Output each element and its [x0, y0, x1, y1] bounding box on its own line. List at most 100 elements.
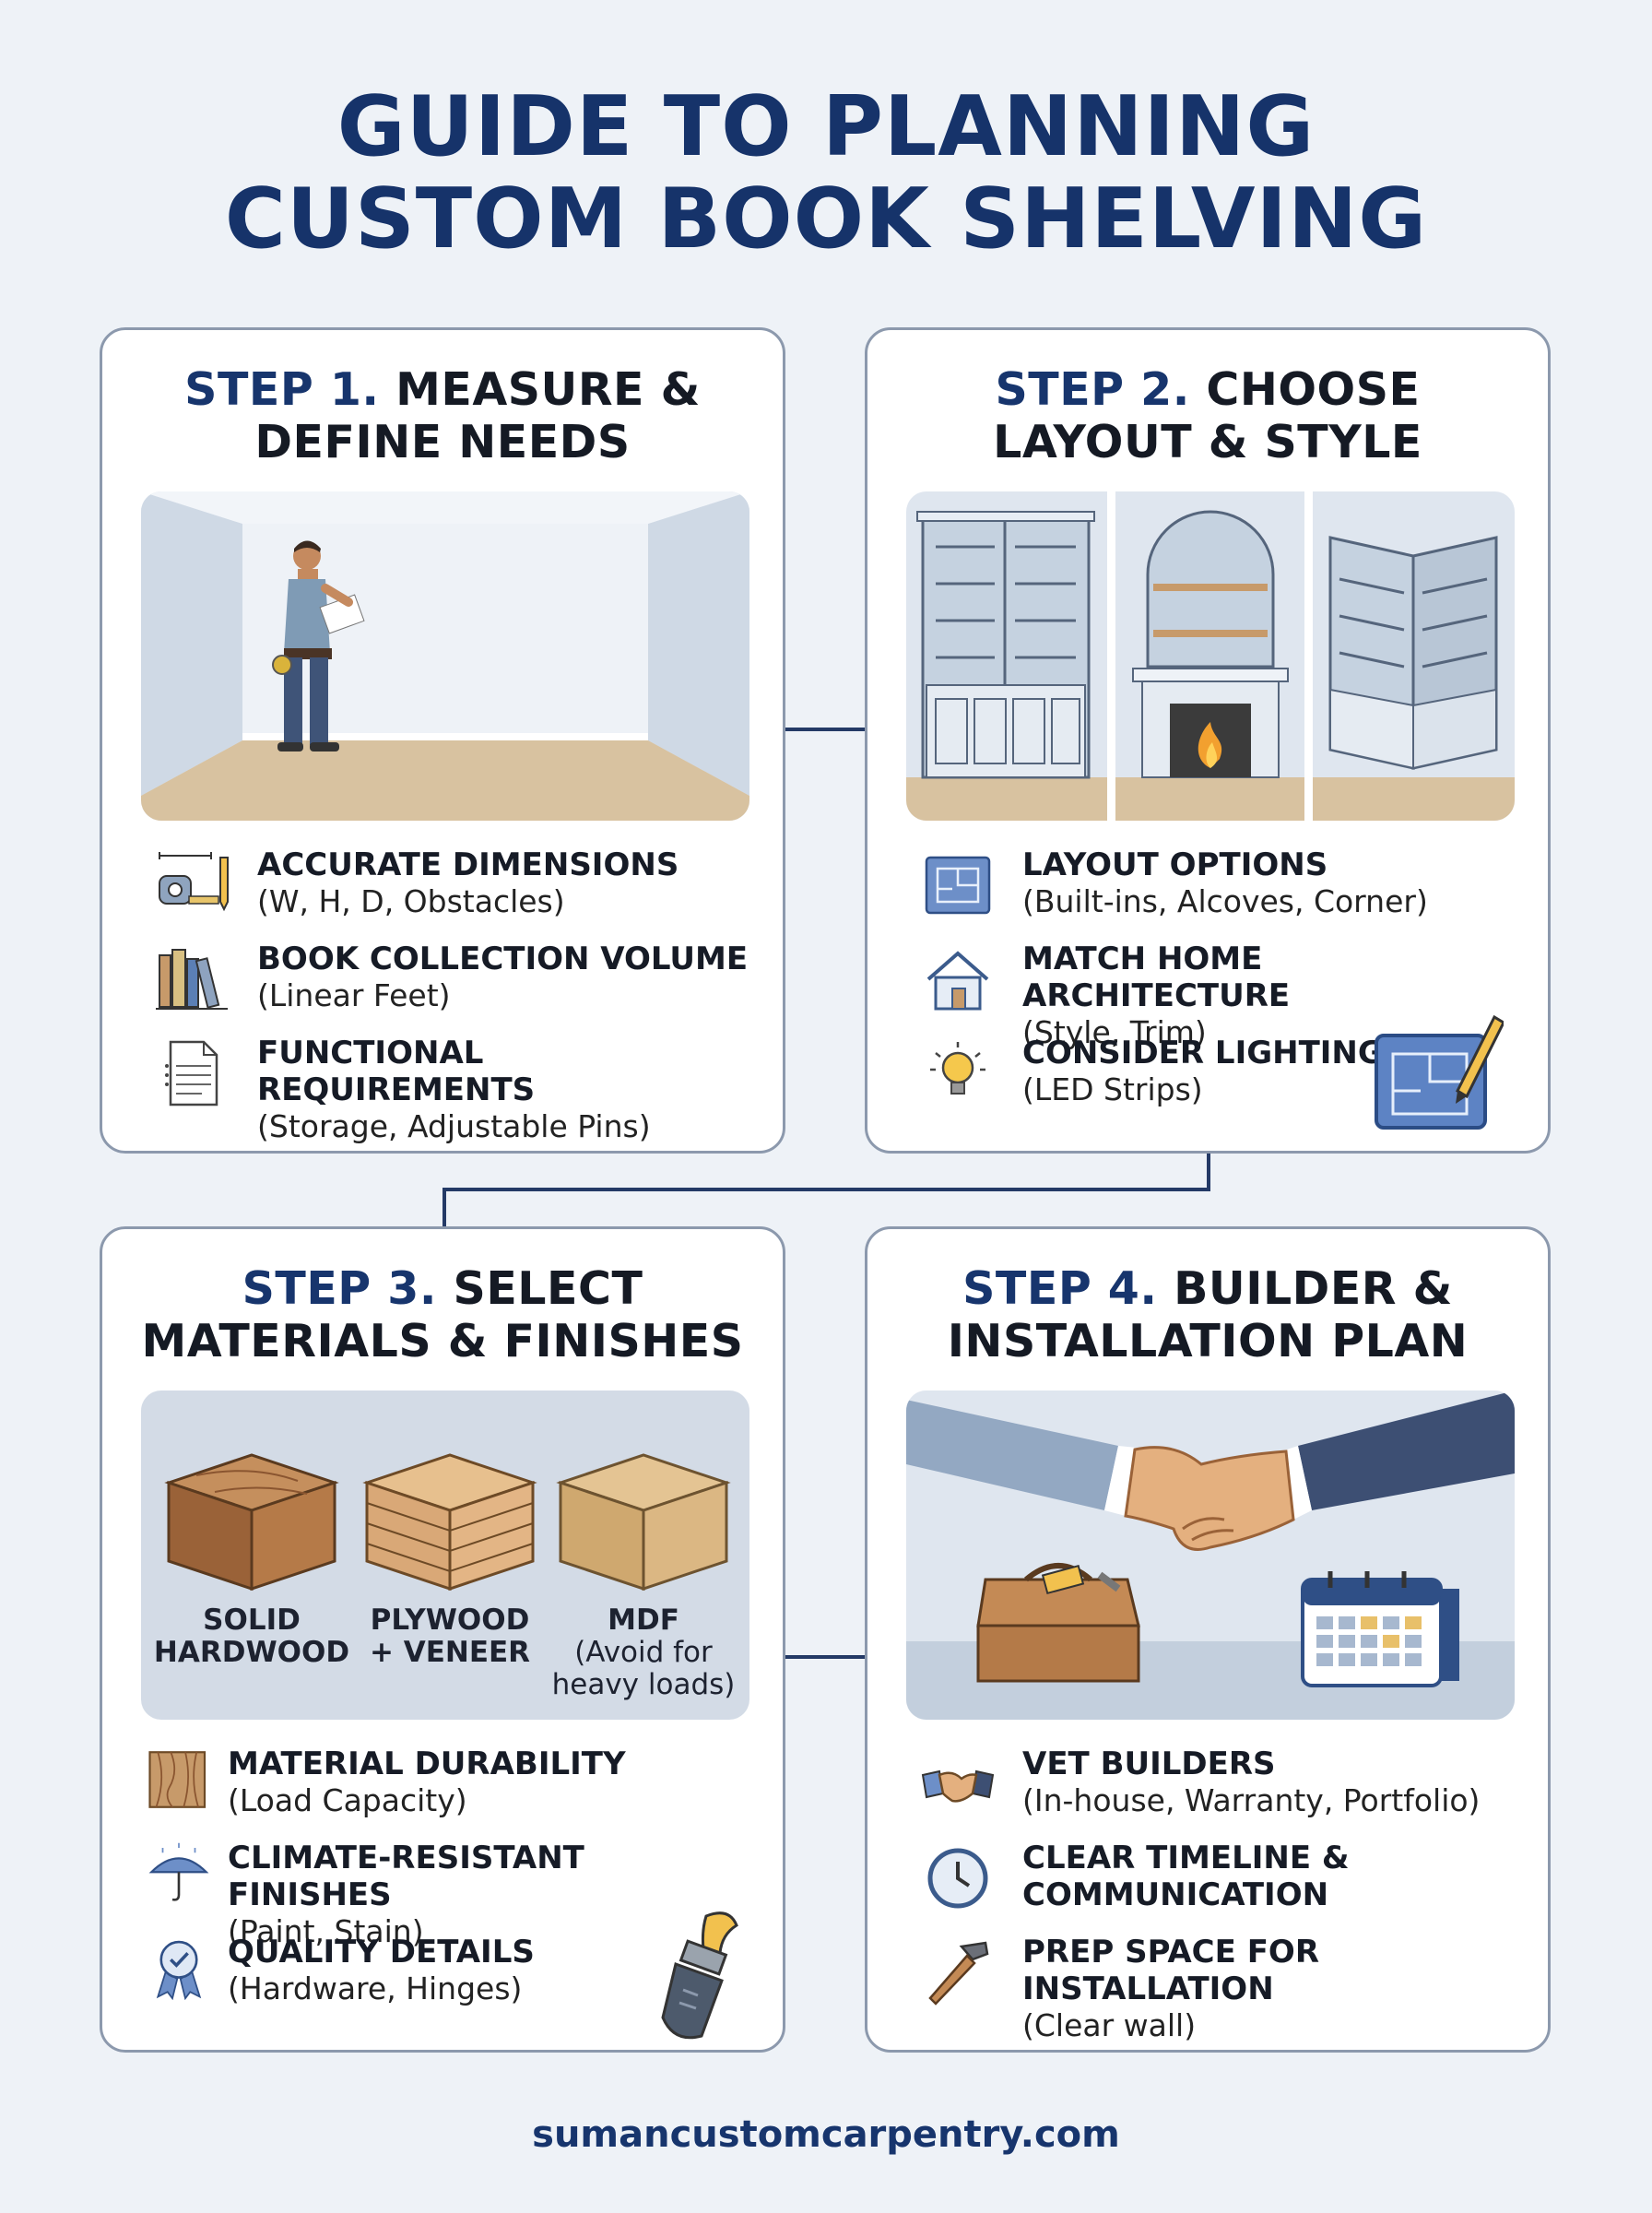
hammer-icon: [921, 1935, 995, 2009]
step-3-card: STEP 3. SELECT MATERIALS & FINISHES SOLI…: [100, 1226, 785, 2053]
item-title: LAYOUT OPTIONS: [1022, 846, 1328, 883]
step-4-number: STEP 4.: [962, 1262, 1158, 1315]
material-name: MDF: [608, 1604, 679, 1637]
item-subtitle: (In-house, Warranty, Portfolio): [1022, 1782, 1481, 1818]
item-title: CLIMATE-RESISTANT FINISHES: [228, 1840, 584, 1913]
calendar-day: [1339, 1653, 1355, 1666]
list-item: ACCURATE DIMENSIONS (W, H, D, Obstacles): [156, 846, 755, 941]
calendar-grid: [1316, 1616, 1427, 1666]
list-item: CONSIDER LIGHTING (LED Strips): [921, 1035, 1520, 1129]
step-4-items: VET BUILDERS (In-house, Warranty, Portfo…: [921, 1746, 1520, 2043]
website-link[interactable]: sumancustomcarpentry.com: [532, 2113, 1120, 2156]
page-title-line2: CUSTOM BOOK SHELVING: [224, 171, 1428, 267]
calendar-day: [1361, 1635, 1377, 1648]
blueprint-icon: [921, 848, 995, 922]
item-title: CONSIDER LIGHTING: [1022, 1035, 1384, 1071]
step-3-heading: STEP 3. SELECT MATERIALS & FINISHES: [121, 1262, 764, 1367]
item-title: MATCH HOME ARCHITECTURE: [1022, 941, 1291, 1014]
calendar-day: [1383, 1616, 1399, 1629]
calendar-day: [1383, 1653, 1399, 1666]
step-1-number: STEP 1.: [184, 363, 380, 416]
materials-illustration: SOLID HARDWOOD PLYWOOD + VENEER MDF (Avo…: [141, 1391, 749, 1720]
step-2-heading-line2: LAYOUT & STYLE: [993, 416, 1422, 468]
step-3-heading-line2: MATERIALS & FINISHES: [141, 1315, 744, 1367]
list-item: BOOK COLLECTION VOLUME (Linear Feet): [156, 941, 755, 1035]
connector-2-3-horizontal: [442, 1188, 1210, 1191]
item-subtitle: (W, H, D, Obstacles): [257, 883, 565, 919]
item-title: VET BUILDERS: [1022, 1746, 1276, 1782]
item-title: PREP SPACE FOR INSTALLATION: [1022, 1934, 1320, 2007]
item-subtitle: (Linear Feet): [257, 977, 451, 1013]
item-title: CLEAR TIMELINE &: [1022, 1840, 1350, 1876]
material-label-hardwood: SOLID HARDWOOD: [150, 1604, 353, 1669]
material-name: PLYWOOD: [370, 1604, 530, 1637]
connector-3-up: [442, 1188, 446, 1226]
connector-3-4: [785, 1655, 865, 1659]
item-title: MATERIAL DURABILITY: [228, 1746, 626, 1782]
step-4-heading-line1: BUILDER &: [1157, 1262, 1453, 1315]
step-1-heading-line1: MEASURE &: [379, 363, 701, 416]
item-title: FUNCTIONAL REQUIREMENTS: [257, 1035, 536, 1108]
item-subtitle: (Storage, Adjustable Pins): [257, 1108, 651, 1144]
material-note: heavy loads): [551, 1668, 736, 1701]
list-item: FUNCTIONAL REQUIREMENTS (Storage, Adjust…: [156, 1035, 755, 1144]
item-title: ACCURATE DIMENSIONS: [257, 846, 679, 883]
calendar-day: [1361, 1616, 1377, 1629]
calendar-day: [1383, 1635, 1399, 1648]
item-subtitle: (LED Strips): [1022, 1071, 1203, 1107]
item-subtitle: (Load Capacity): [228, 1782, 467, 1818]
step-1-card: STEP 1. MEASURE & DEFINE NEEDS: [100, 327, 785, 1154]
list-item: PREP SPACE FOR INSTALLATION (Clear wall): [921, 1934, 1520, 2043]
material-name: + VENEER: [369, 1636, 531, 1669]
step-2-number: STEP 2.: [995, 363, 1190, 416]
calendar-day: [1339, 1616, 1355, 1629]
paintbrush-icon: [619, 1907, 757, 2045]
item-subtitle: (Hardware, Hinges): [228, 1970, 523, 2006]
handshake-tools-illustration: [906, 1391, 1515, 1720]
step-4-heading-line2: INSTALLATION PLAN: [947, 1315, 1469, 1367]
blueprint-pencil-icon: [1365, 1008, 1505, 1146]
calendar-day: [1405, 1635, 1422, 1648]
list-item: MATERIAL DURABILITY (Load Capacity): [147, 1746, 755, 1840]
material-label-plywood: PLYWOOD + VENEER: [348, 1604, 551, 1669]
step-1-items: ACCURATE DIMENSIONS (W, H, D, Obstacles)…: [156, 846, 755, 1144]
list-item: CLEAR TIMELINE & COMMUNICATION: [921, 1840, 1520, 1934]
step-2-card: STEP 2. CHOOSE LAYOUT & STYLE: [865, 327, 1551, 1154]
material-note: (Avoid for: [574, 1636, 713, 1669]
step-2-heading-line1: CHOOSE: [1189, 363, 1421, 416]
calendar-day: [1405, 1616, 1422, 1629]
step-3-items: MATERIAL DURABILITY (Load Capacity) CLIM…: [147, 1746, 755, 2028]
list-item: VET BUILDERS (In-house, Warranty, Portfo…: [921, 1746, 1520, 1840]
page-title-line1: GUIDE TO PLANNING: [336, 78, 1316, 175]
list-item: MATCH HOME ARCHITECTURE (Style, Trim): [921, 941, 1520, 1050]
step-2-items: LAYOUT OPTIONS (Built-ins, Alcoves, Corn…: [921, 846, 1520, 1129]
item-subtitle: (Paint, Stain): [228, 1913, 424, 1949]
measuring-room-illustration: [141, 491, 749, 821]
handshake-icon: [921, 1747, 995, 1821]
calendar-day: [1339, 1635, 1355, 1648]
checklist-icon: [156, 1036, 230, 1110]
books-icon: [156, 942, 230, 1016]
item-title: BOOK COLLECTION VOLUME: [257, 941, 749, 977]
measuring-tape-icon: [156, 848, 230, 922]
step-3-heading-line1: SELECT: [436, 1262, 643, 1315]
calendar-day: [1361, 1653, 1377, 1666]
calendar-day: [1316, 1653, 1333, 1666]
item-title-continued: COMMUNICATION: [1022, 1876, 1329, 1913]
step-1-heading-line2: DEFINE NEEDS: [254, 416, 631, 468]
list-item: QUALITY DETAILS (Hardware, Hinges): [147, 1934, 755, 2028]
calendar-day: [1316, 1616, 1333, 1629]
item-subtitle: (Style, Trim): [1022, 1014, 1207, 1050]
list-item: CLIMATE-RESISTANT FINISHES (Paint, Stain…: [147, 1840, 755, 1949]
clock-icon: [921, 1841, 995, 1915]
item-subtitle: (Clear wall): [1022, 2007, 1197, 2043]
calendar-day: [1316, 1635, 1333, 1648]
step-3-number: STEP 3.: [242, 1262, 437, 1315]
material-name: HARDWOOD: [153, 1636, 350, 1669]
quality-badge-icon: [147, 1935, 211, 2001]
item-subtitle: (Built-ins, Alcoves, Corner): [1022, 883, 1428, 919]
umbrella-icon: [147, 1841, 211, 1906]
material-label-mdf: MDF (Avoid for heavy loads): [542, 1604, 745, 1701]
connector-2-down: [1207, 1154, 1210, 1189]
step-4-heading: STEP 4. BUILDER & INSTALLATION PLAN: [886, 1262, 1529, 1367]
